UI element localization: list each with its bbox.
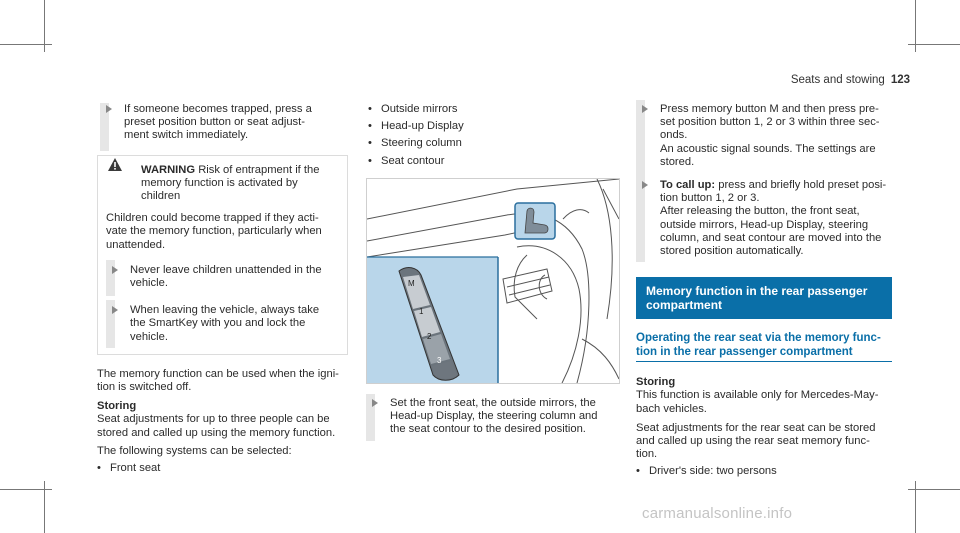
step-line: Set the front seat, the outside mirrors,… xyxy=(390,397,596,409)
page-number: 123 xyxy=(890,74,910,86)
section-heading: Storing xyxy=(97,400,137,413)
column-1: If someone becomes trapped, press a pres… xyxy=(97,103,348,475)
step-line: onds. xyxy=(660,129,688,142)
step-line: An acoustic signal sounds. The settings … xyxy=(660,142,876,155)
crop-mark xyxy=(0,44,52,45)
step-line: Never leave children unattended in the xyxy=(130,263,322,276)
bullet-item: Outside mirrors xyxy=(368,103,618,116)
step-arrow-icon xyxy=(642,181,648,190)
seat-adjust-switch-icon xyxy=(514,202,556,240)
step-arrow-icon xyxy=(106,105,112,113)
step-arrow-icon xyxy=(112,306,118,315)
step-line: vehicle. xyxy=(130,277,168,290)
column-3: Press memory button M and then press pre… xyxy=(636,100,892,479)
text-line: The following systems can be selected: xyxy=(97,444,292,457)
text-line: stored and called up using the memory fu… xyxy=(97,426,336,439)
band-line: Memory function in the rear passenger xyxy=(646,284,868,299)
door-panel-figure: M 1 2 3 xyxy=(366,178,620,384)
subsection-heading: Operating the rear seat via the memory f… xyxy=(636,332,892,363)
warning-body-line: Children could become trapped if they ac… xyxy=(106,212,319,225)
step-bar xyxy=(100,103,109,151)
warning-body-line: vate the memory function, particularly w… xyxy=(106,225,322,238)
crop-mark xyxy=(44,0,45,52)
column-2: Outside mirrors Head-up Display Steering… xyxy=(368,103,618,168)
step-line: vehicle. xyxy=(130,330,168,343)
step-line: the seat contour to the desired position… xyxy=(390,423,586,436)
text-line: bach vehicles. xyxy=(636,402,707,415)
text-line: Seat adjustments for up to three people … xyxy=(97,413,330,426)
warning-body-line: unattended. xyxy=(106,238,166,251)
step-line: set position button 1, 2 or 3 within thr… xyxy=(660,116,880,129)
step-arrow-icon xyxy=(112,265,118,274)
heading-line: tion in the rear passenger compartment xyxy=(636,345,853,358)
text-line: This function is available only for Merc… xyxy=(636,389,879,402)
preset-button-2: 2 xyxy=(427,332,432,341)
step-line: stored position automatically. xyxy=(660,245,804,258)
warning-text: memory function is activated by children xyxy=(141,176,298,203)
step-line: ment switch immediately. xyxy=(124,129,249,142)
text-line: Seat adjustments for the rear seat can b… xyxy=(636,421,876,434)
step-label: To call up: xyxy=(660,179,716,192)
step-line: the SmartKey with you and lock the xyxy=(130,317,306,330)
step-box: If someone becomes trapped, press a pres… xyxy=(100,103,348,151)
step-line: outside mirrors, Head-up Display, steeri… xyxy=(660,218,869,231)
crop-mark xyxy=(908,489,960,490)
step-line: If someone becomes trapped, press a xyxy=(124,103,312,115)
band-line: compartment xyxy=(646,298,723,313)
bullet-item: Steering column xyxy=(368,137,618,150)
step-line: When leaving the vehicle, always take xyxy=(130,304,320,317)
step-line: preset position button or seat adjust- xyxy=(124,116,305,129)
warning-box: WARNING Risk of entrapment if the memory… xyxy=(97,154,348,355)
warning-label: WARNING xyxy=(141,163,196,176)
text-line: tion. xyxy=(636,448,658,461)
step-line: After releasing the button, the front se… xyxy=(660,205,860,218)
step-arrow-icon xyxy=(372,399,378,407)
step-group: Press memory button M and then press pre… xyxy=(636,100,892,262)
bullet-item: Front seat xyxy=(97,462,348,475)
bullet-item: Seat contour xyxy=(368,155,618,168)
step-line: Press memory button M and then press pre… xyxy=(660,103,879,115)
heading-line: Operating the rear seat via the memory f… xyxy=(636,332,881,345)
warning-heading: WARNING Risk of entrapment if the memory… xyxy=(106,164,339,204)
step-line: stored. xyxy=(660,155,695,168)
step-arrow-icon xyxy=(642,105,648,113)
step-item: If someone becomes trapped, press a pres… xyxy=(100,103,348,143)
preset-button-1: 1 xyxy=(419,307,424,316)
step-line: tion button 1, 2 or 3. xyxy=(660,192,760,205)
door-illustration xyxy=(367,179,619,383)
step-text: press and briefly hold preset posi- xyxy=(718,179,887,192)
text-line: tion is switched off. xyxy=(97,381,192,394)
storing-section: Storing Seat adjustments for up to three… xyxy=(97,400,348,475)
section-band: Memory function in the rear passenger co… xyxy=(636,277,892,320)
warning-triangle-icon xyxy=(108,157,122,171)
memory-button-m: M xyxy=(408,279,415,288)
paragraph: The memory function can be used when the… xyxy=(97,368,348,394)
warning-body: Children could become trapped if they ac… xyxy=(106,212,339,252)
crop-mark xyxy=(915,0,916,52)
step-line: Head-up Display, the steering column and xyxy=(390,410,598,423)
step-line: column, and seat contour are moved into … xyxy=(660,231,882,244)
page-header: Seats and stowing 123 xyxy=(791,74,910,87)
text-line: and called up using the rear seat memory… xyxy=(636,435,870,448)
bullet-item: Driver's side: two persons xyxy=(636,465,892,478)
crop-mark xyxy=(44,481,45,533)
bullet-item: Head-up Display xyxy=(368,120,618,133)
warning-text: Risk of entrapment if the xyxy=(198,163,320,176)
storing-section: Storing This function is available only … xyxy=(636,376,892,479)
section-title: Seats and stowing xyxy=(790,74,885,86)
text-line: The memory function can be used when the… xyxy=(97,367,339,380)
watermark: carmanualsonline.info xyxy=(642,505,793,522)
section-heading: Storing xyxy=(636,376,676,389)
crop-mark xyxy=(908,44,960,45)
column-2-step: Set the front seat, the outside mirrors,… xyxy=(366,394,618,441)
warning-step: Never leave children unattended in the v… xyxy=(106,259,339,296)
crop-mark xyxy=(915,481,916,533)
preset-button-3: 3 xyxy=(437,356,442,365)
crop-mark xyxy=(0,489,52,490)
warning-step: When leaving the vehicle, always take th… xyxy=(106,300,339,349)
